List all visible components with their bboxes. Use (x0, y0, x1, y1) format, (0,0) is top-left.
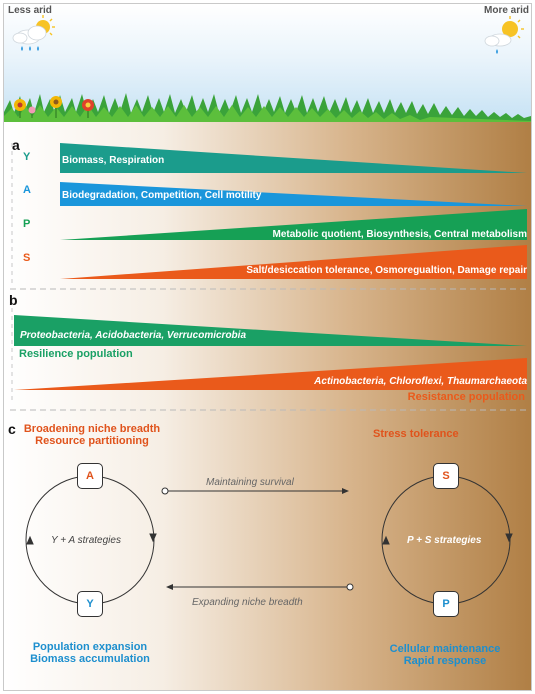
red-flower-icon (82, 99, 94, 118)
panel-label-b: b (9, 292, 18, 308)
figure-frame (3, 3, 532, 691)
left-heading-line: Broadening niche breadth (23, 423, 161, 435)
sun-cloud-drop-icon (484, 16, 524, 54)
resilience-population-label: Resilience population (19, 348, 133, 360)
pink-flower-icon (28, 106, 36, 118)
strategy-letter-S: S (23, 252, 31, 264)
arrow-maintaining-survival (161, 487, 349, 495)
grass-strip (4, 93, 531, 122)
strategy-letter-P: P (23, 218, 31, 230)
right-footer: Cellular maintenance Rapid response (370, 643, 520, 667)
bar-label-S: Salt/desiccation tolerance, Osmoregualti… (246, 265, 527, 276)
resistance-taxa-label: Actinobacteria, Chloroflexi, Thaumarchae… (314, 376, 527, 387)
node-A: A (77, 463, 103, 489)
wedge-P (60, 209, 527, 240)
node-P: P (433, 591, 459, 617)
strategy-letter-A: A (23, 184, 31, 196)
less-arid-label: Less arid (8, 5, 52, 16)
right-cycle-center-label: P + S strategies (407, 535, 482, 546)
bar-label-P: Metabolic quotient, Biosynthesis, Centra… (272, 229, 528, 240)
wedge-resistance (14, 358, 527, 390)
panel-label-c: c (8, 421, 16, 437)
more-arid-label: More arid (484, 5, 530, 16)
bar-label-A: Biodegradation, Competition, Cell motili… (62, 190, 262, 201)
right-footer-line: Rapid response (403, 655, 487, 667)
right-heading: Stress tolerance (373, 428, 459, 440)
wedge-Y (60, 143, 527, 173)
sun-cloud-rain-icon (12, 15, 55, 51)
right-footer-line: Cellular maintenance (389, 643, 501, 655)
left-heading: Broadening niche breadth Resource partit… (12, 423, 172, 447)
strategy-letter-Y: Y (23, 151, 31, 163)
arrow-expanding-niche (166, 583, 354, 591)
yellow-flower-icon (14, 99, 26, 118)
left-footer-line: Population expansion (32, 641, 148, 653)
node-Y: Y (77, 591, 103, 617)
left-cycle-center-label: Y + A strategies (51, 535, 121, 546)
wedge-A (60, 182, 527, 206)
node-S: S (433, 463, 459, 489)
bar-label-Y: Biomass, Respiration (62, 155, 165, 166)
wedge-resilience (14, 315, 527, 346)
resilience-taxa-label: Proteobacteria, Acidobacteria, Verrucomi… (20, 330, 247, 341)
yellow-flower-icon (50, 96, 62, 118)
wedge-S (60, 245, 527, 279)
left-footer-line: Biomass accumulation (30, 653, 150, 665)
left-heading-line: Resource partitioning (35, 435, 149, 447)
left-footer: Population expansion Biomass accumulatio… (15, 641, 165, 665)
arrow-label-expanding-niche: Expanding niche breadth (192, 597, 303, 608)
arrow-label-maintaining-survival: Maintaining survival (206, 477, 294, 488)
panel-label-a: a (12, 137, 20, 153)
resistance-population-label: Resistance population (407, 391, 525, 403)
